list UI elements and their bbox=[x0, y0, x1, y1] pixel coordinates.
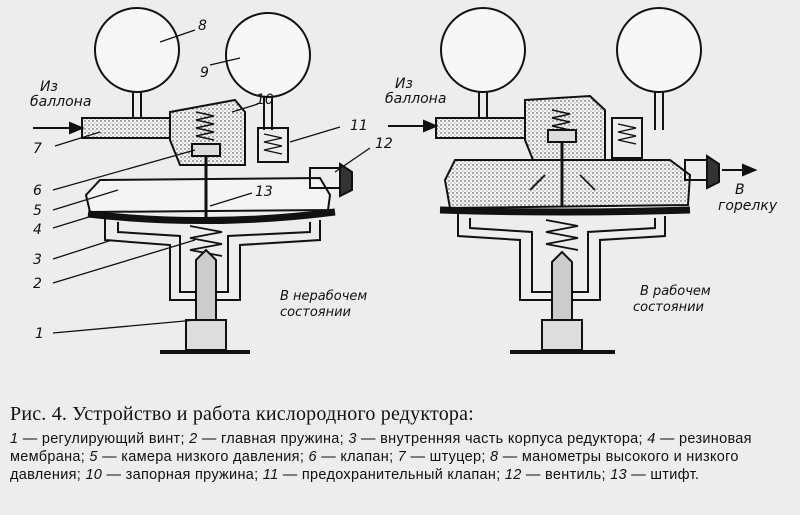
legend-text: — клапан; bbox=[316, 449, 398, 465]
valve-left bbox=[191, 143, 221, 157]
num-11: 11 bbox=[350, 118, 368, 134]
valve-right bbox=[547, 129, 577, 143]
num-7: 7 bbox=[33, 141, 42, 157]
outlet-arrow-right bbox=[722, 163, 758, 177]
legend-text: — штуцер; bbox=[406, 449, 490, 465]
legend-text: — камера низкого давления; bbox=[97, 449, 309, 465]
spring-shutoff-left bbox=[195, 111, 215, 141]
part-numbers: 7 6 5 4 3 2 1 8 9 10 11 12 13 bbox=[33, 18, 393, 342]
num-6: 6 bbox=[33, 183, 42, 199]
reducer-right bbox=[435, 7, 720, 354]
caption-legend: 1 — регулирующий винт; 2 — главная пружи… bbox=[10, 430, 790, 484]
gauge-high-pressure-left bbox=[94, 7, 180, 93]
fitting-right bbox=[435, 117, 537, 139]
legend-text: — манометры высокого и низкого давления; bbox=[10, 449, 739, 483]
spring-shutoff-right bbox=[551, 109, 571, 131]
legend-text: — предохранительный клапан; bbox=[278, 467, 505, 483]
legend-number: 6 bbox=[308, 449, 317, 465]
membrane-left bbox=[87, 208, 336, 225]
num-13: 13 bbox=[255, 184, 273, 200]
inlet-arrow-left bbox=[33, 121, 85, 135]
state-on-line2: состоянии bbox=[633, 300, 704, 315]
adjusting-screw-right bbox=[541, 319, 583, 351]
reducer-left bbox=[81, 7, 353, 354]
right-inlet-label-line1: Из bbox=[395, 76, 413, 92]
leader-lines bbox=[52, 29, 371, 334]
caption-title: Рис. 4. Устройство и работа кислородного… bbox=[10, 403, 474, 425]
inlet-arrow-right bbox=[388, 119, 439, 133]
legend-number: 8 bbox=[489, 449, 499, 465]
num-12: 12 bbox=[375, 136, 393, 152]
legend-number: 13 bbox=[610, 467, 627, 483]
adjusting-screw-left bbox=[185, 319, 227, 351]
num-4: 4 bbox=[33, 222, 42, 238]
outlet-label-line1: В bbox=[735, 182, 745, 198]
figure-caption: Рис. 4. Устройство и работа кислородного… bbox=[10, 403, 790, 484]
safety-valve-right bbox=[611, 117, 643, 159]
left-inlet-label-line2: баллона bbox=[30, 94, 91, 110]
legend-number: 12 bbox=[504, 467, 522, 483]
legend-number: 2 bbox=[189, 431, 198, 447]
num-2: 2 bbox=[33, 276, 42, 292]
main-spring-right bbox=[545, 219, 579, 251]
right-inlet-label-line2: баллона bbox=[385, 91, 446, 107]
gauge-low-pressure-left bbox=[225, 12, 311, 98]
legend-number: 5 bbox=[89, 449, 98, 465]
legend-text: — штифт. bbox=[626, 467, 700, 483]
legend-text: — регулирующий винт; bbox=[18, 431, 190, 447]
left-inlet-label-line1: Из bbox=[40, 79, 58, 95]
reducer-diagram: 7 6 5 4 3 2 1 8 9 10 11 12 13 Из баллона… bbox=[30, 7, 778, 354]
membrane-right bbox=[439, 206, 691, 216]
legend-text: — главная пружина; bbox=[197, 431, 349, 447]
state-on-line1: В рабочем bbox=[640, 284, 711, 299]
legend-number: 3 bbox=[348, 431, 357, 447]
legend-number: 1 bbox=[10, 431, 19, 447]
num-10: 10 bbox=[256, 92, 274, 108]
legend-text: — вентиль; bbox=[521, 467, 611, 483]
legend-number: 11 bbox=[262, 467, 279, 483]
legend-text: — резиновая мембрана; bbox=[10, 431, 752, 465]
num-9: 9 bbox=[200, 65, 209, 81]
legend-number: 10 bbox=[85, 467, 103, 483]
state-off-line1: В нерабочем bbox=[280, 289, 367, 304]
state-off-line2: состоянии bbox=[280, 305, 351, 320]
num-8: 8 bbox=[198, 18, 207, 34]
outlet-label-line2: горелку bbox=[718, 198, 778, 214]
num-3: 3 bbox=[33, 252, 42, 268]
num-5: 5 bbox=[33, 203, 42, 219]
legend-text: — запорная пружина; bbox=[102, 467, 263, 483]
legend-number: 7 bbox=[397, 449, 407, 465]
main-spring-left bbox=[189, 225, 223, 257]
safety-valve-left bbox=[257, 127, 289, 163]
num-1: 1 bbox=[35, 326, 44, 342]
fitting-left bbox=[81, 117, 183, 139]
gauge-low-pressure-right bbox=[616, 7, 702, 93]
gauge-high-pressure-right bbox=[440, 7, 526, 93]
legend-text: — внутренняя часть корпуса редуктора; bbox=[356, 431, 648, 447]
legend-number: 4 bbox=[647, 431, 656, 447]
